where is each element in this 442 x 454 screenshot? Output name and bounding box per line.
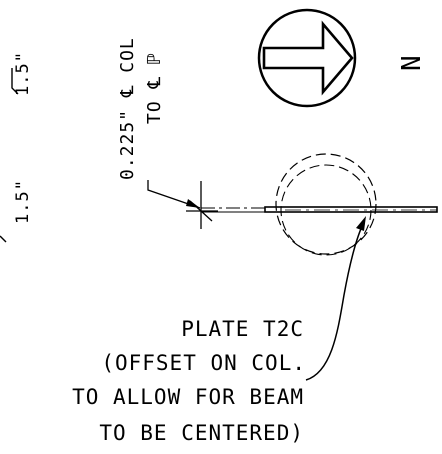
offset-note-line2: TO ℄ ℙ <box>144 52 165 124</box>
north-label: N <box>397 54 427 71</box>
plate-callout-line2: (OFFSET ON COL. <box>101 351 306 375</box>
north-arrow: N <box>257 8 427 108</box>
plate-t2c <box>264 206 438 213</box>
north-arrow-icon <box>262 20 354 96</box>
plate-callout-line3: TO ALLOW FOR BEAM <box>72 385 304 409</box>
beam-line <box>201 206 438 213</box>
dimension-lower-label: 1.5" <box>13 179 33 224</box>
dimension-upper-label: 1.5" <box>13 51 33 96</box>
column-outline-inner <box>280 164 372 256</box>
plate-callout: PLATE T2C (OFFSET ON COL. TO ALLOW FOR B… <box>72 317 306 445</box>
plate-callout-leader <box>305 216 366 381</box>
column-centerline-mark <box>186 181 218 229</box>
dimension-lower: 1.5" <box>0 179 33 243</box>
north-arrow-circle <box>257 8 357 108</box>
plate-callout-line4: TO BE CENTERED) <box>99 421 304 445</box>
column-outline <box>275 153 377 256</box>
plate-callout-line1: PLATE T2C <box>181 317 304 341</box>
dimension-upper: 1.5" <box>11 51 33 96</box>
offset-note: 0.225" ℄ COL TO ℄ ℙ <box>117 37 201 209</box>
offset-note-line1: 0.225" ℄ COL <box>117 37 138 180</box>
column-outline-outer <box>275 153 377 255</box>
